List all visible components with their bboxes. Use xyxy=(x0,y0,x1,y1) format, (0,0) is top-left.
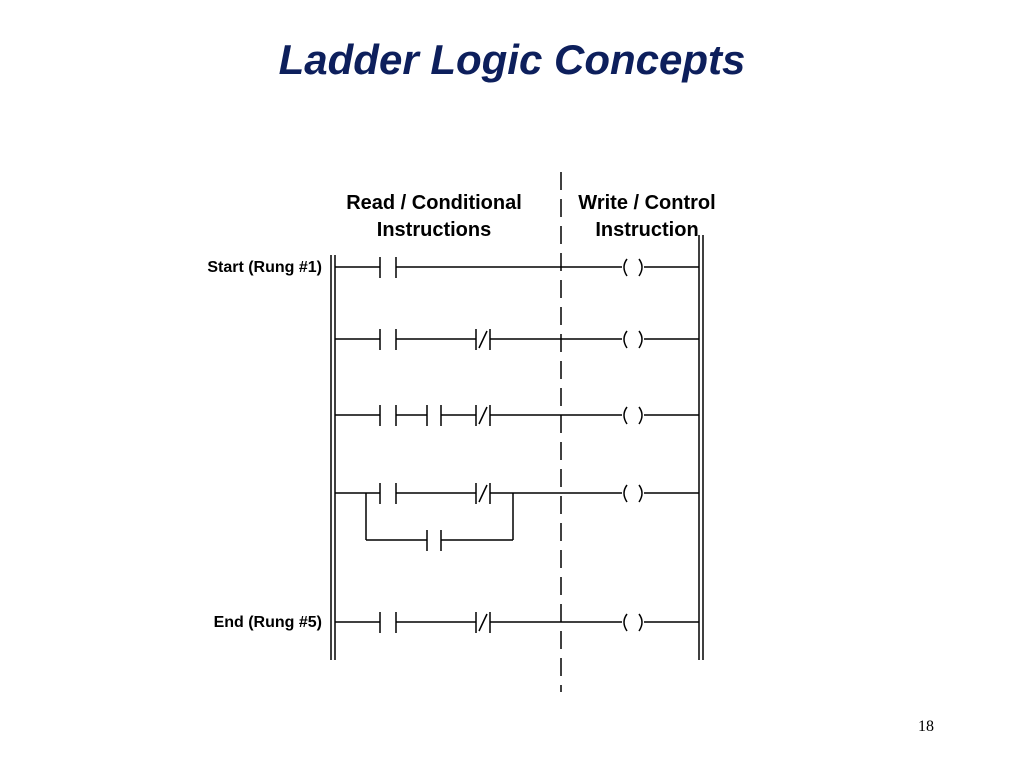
write-heading-line-2: Instruction xyxy=(595,219,699,241)
normally-open-contact xyxy=(379,483,397,504)
normally-open-contact xyxy=(426,530,442,551)
output-coil xyxy=(623,613,643,632)
rung-5 xyxy=(335,612,699,633)
output-coil xyxy=(623,258,643,277)
output-coil xyxy=(623,484,643,503)
rung-5-label: End (Rung #5) xyxy=(213,614,322,631)
normally-open-contact xyxy=(379,612,397,633)
slide-title: Ladder Logic Concepts xyxy=(278,36,746,83)
rung-1 xyxy=(335,257,699,278)
rung-2 xyxy=(335,329,699,350)
normally-open-contact xyxy=(379,329,397,350)
normally-open-contact xyxy=(379,405,397,426)
read-conditional-heading: Read / Conditional Instructions xyxy=(314,190,554,244)
parallel-branch xyxy=(365,493,514,551)
read-heading-line-1: Read / Conditional xyxy=(346,192,522,214)
write-heading-line-1: Write / Control xyxy=(578,192,716,214)
page-number: 18 xyxy=(918,718,934,735)
normally-closed-contact xyxy=(475,405,491,426)
normally-open-contact xyxy=(379,257,397,278)
normally-closed-contact xyxy=(475,329,491,350)
rung-1-label: Start (Rung #1) xyxy=(207,259,322,276)
normally-open-contact xyxy=(426,405,442,426)
rung-3 xyxy=(335,405,699,426)
output-coil xyxy=(623,406,643,425)
rung-4 xyxy=(335,483,699,551)
write-control-heading: Write / Control Instruction xyxy=(527,190,767,244)
read-heading-line-2: Instructions xyxy=(376,219,492,241)
normally-closed-contact xyxy=(475,612,491,633)
normally-closed-contact xyxy=(475,483,491,504)
output-coil xyxy=(623,330,643,349)
